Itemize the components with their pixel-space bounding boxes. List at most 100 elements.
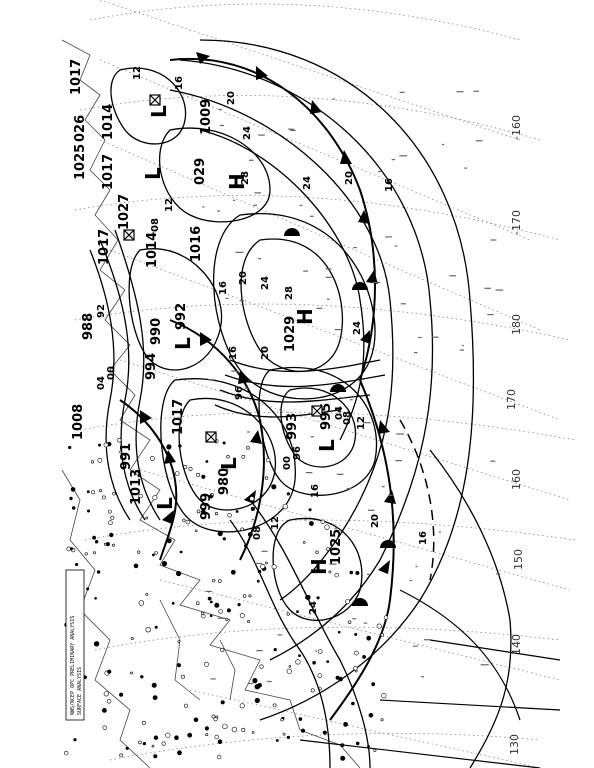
isobar-value: 28 [284,286,295,300]
lon-label: -160 [510,115,523,140]
station-dot [102,708,107,713]
station-dot [305,594,311,601]
station-dot [182,518,186,522]
isobar-value: 96 [234,386,245,400]
station-mark [473,90,479,92]
station-dot [152,695,158,701]
station-mark [431,336,439,338]
station-dot [250,506,255,512]
station-mark [235,251,244,253]
station-mark [423,639,431,641]
station-dot [296,610,299,614]
station-dot [207,596,212,601]
station-dot [102,725,107,730]
station-mark [391,159,395,161]
station-dot [166,444,172,450]
station-dot [373,748,377,752]
station-dot [119,753,124,758]
isobar-south-2 [249,499,371,768]
station-dot [286,668,292,674]
station-mark [363,422,371,424]
station-mark [395,460,402,462]
station-dot [209,614,213,618]
lon-label: 180 [510,314,523,335]
station-mark [210,678,216,680]
station-dot [222,723,228,730]
station-dot [112,543,116,547]
station-dot [317,649,323,654]
station-mark [225,297,229,299]
station-mark [258,134,265,136]
station-dot [125,746,129,750]
isobar-outer [199,39,475,721]
isobar-value: 24 [242,126,253,140]
pressure-value: 1027 [117,194,132,230]
pressure-values: 1017 1014 026 1025 1017 1027 1017 1014 1… [69,59,344,565]
station-dot [271,564,277,570]
isobar-high-1029 [240,238,344,372]
station-dot [166,457,171,461]
front-dashed [399,419,435,581]
station-dot [340,755,346,761]
station-dot [84,552,88,556]
station-mark [304,519,307,521]
front-line-2 [329,379,395,721]
station-dot [225,468,229,472]
pressure-value: 1025 [73,144,88,180]
isobar-left-1 [89,249,131,521]
station-dot [326,547,330,552]
isobar-value: 20 [260,346,271,360]
station-dot [105,542,110,547]
station-dot [133,563,139,569]
station-dot [243,594,247,598]
pressure-value: 1017 [171,399,186,435]
station-dot [247,619,251,623]
station-dot [86,490,90,494]
station-dot [214,602,220,608]
station-dot [254,697,260,704]
station-dot [97,457,103,463]
station-dot [355,741,360,746]
station-mark [332,98,335,100]
station-dot [70,487,76,492]
station-dot [205,733,209,737]
station-dot [118,692,124,697]
station-dot [161,560,168,567]
station-dot [324,524,330,530]
station-mark [254,562,262,564]
station-dot [244,544,248,548]
station-dot [282,732,286,736]
lon-label: 160 [510,469,523,490]
caption-line: SURFACE ANALYSIS [77,667,83,715]
station-dot [247,532,253,537]
pressure-value: 1029 [283,316,298,352]
station-dot [71,506,76,510]
station-dot [381,692,387,699]
isobar-value: 08 [252,526,263,540]
pressure-value: 1014 [101,104,116,140]
station-dot [154,551,158,555]
isobar-low-980 [178,397,277,511]
station-dot [201,474,206,479]
station-mark [261,550,268,552]
isobar-east [429,449,512,768]
station-dot [68,445,72,450]
station-dot [137,550,141,554]
station-dot [349,570,354,575]
station-mark [487,314,494,316]
station-dot [240,527,244,532]
pressure-value: 1014 [145,232,160,268]
station-dot [318,687,322,691]
longitude-labels: -160 -170 180 170 160 150 140 130 [505,115,525,755]
station-dot [208,494,213,499]
station-dot [212,578,216,583]
high-center-1029: H [293,308,317,325]
caption-line: NWS/NCEP OPC PRELIMINARY ANALYSIS [70,616,76,715]
station-dot [317,673,323,679]
isobar-value: 16 [218,281,229,295]
pressure-value: 1017 [101,154,116,190]
station-dot [249,496,255,502]
station-dot [211,714,216,719]
station-dot [96,570,101,574]
station-dot [220,647,225,652]
